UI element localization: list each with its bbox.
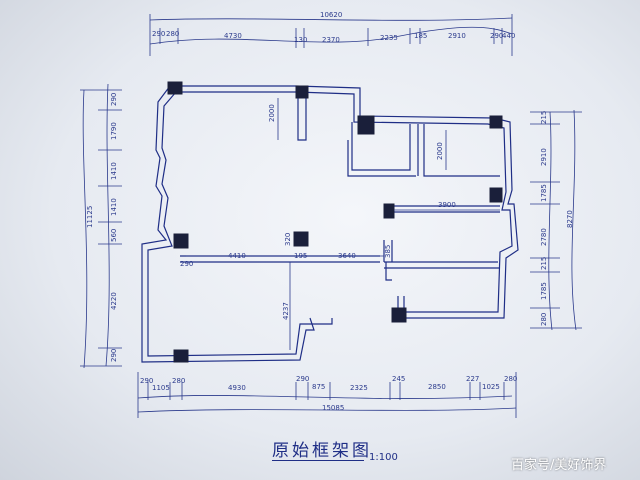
interior-dim-320: 320 bbox=[284, 233, 292, 246]
walls bbox=[141, 85, 519, 363]
right-dim-6: 280 bbox=[540, 313, 548, 326]
left-dimension-chain: 11125 290 1790 1410 1410 560 4220 290 bbox=[80, 83, 122, 369]
left-dim-3: 1410 bbox=[110, 198, 118, 216]
top-dim-5: 2235 bbox=[380, 34, 398, 42]
right-dim-2: 1785 bbox=[540, 184, 548, 202]
bottom-dim-7: 245 bbox=[392, 375, 405, 383]
top-dim-3: 130 bbox=[294, 36, 307, 44]
scale-label: 1:100 bbox=[369, 452, 398, 463]
interior-dim-3640: 3640 bbox=[338, 252, 356, 260]
column-5 bbox=[383, 203, 395, 219]
top-dim-8: 290 bbox=[490, 32, 503, 40]
left-dim-5: 4220 bbox=[110, 292, 118, 310]
bottom-dim-5: 875 bbox=[312, 383, 325, 391]
interior-dim-4410: 4410 bbox=[228, 252, 246, 260]
interior-dim-385: 385 bbox=[384, 245, 392, 258]
top-dim-1: 280 bbox=[166, 30, 179, 38]
top-dim-2: 4730 bbox=[224, 32, 242, 40]
bottom-dim-4: 290 bbox=[296, 375, 309, 383]
column-9 bbox=[391, 307, 407, 323]
column-7 bbox=[173, 233, 189, 249]
right-dim-3: 2780 bbox=[540, 228, 548, 246]
bottom-dim-6: 2325 bbox=[350, 384, 368, 392]
title-underline bbox=[272, 460, 364, 461]
left-dim-6: 290 bbox=[110, 349, 118, 362]
column-10 bbox=[173, 349, 189, 363]
right-total-label: 8270 bbox=[566, 210, 574, 228]
bottom-dim-8: 2850 bbox=[428, 383, 446, 391]
columns bbox=[167, 81, 503, 363]
interior-dim-2000b: 2000 bbox=[436, 142, 444, 160]
top-dim-9: 440 bbox=[502, 32, 515, 40]
bottom-dim-9: 227 bbox=[466, 375, 479, 383]
column-1 bbox=[167, 81, 183, 95]
top-dim-7: 2910 bbox=[448, 32, 466, 40]
left-dim-1: 1790 bbox=[110, 122, 118, 140]
bottom-dim-1: 1105 bbox=[152, 384, 170, 392]
column-2 bbox=[295, 85, 309, 99]
drawing-title: 原始框架图 bbox=[272, 441, 372, 461]
left-dim-2: 1410 bbox=[110, 162, 118, 180]
column-3 bbox=[357, 115, 375, 135]
top-total-label: 10620 bbox=[320, 11, 342, 19]
column-8 bbox=[293, 231, 309, 247]
top-dim-0: 290 bbox=[152, 30, 165, 38]
top-dim-4: 2370 bbox=[322, 36, 340, 44]
bottom-dimension-chain: 15085 290 1105 280 4930 290 875 2325 245… bbox=[137, 372, 517, 418]
bottom-dim-2: 280 bbox=[172, 377, 185, 385]
right-dim-4: 215 bbox=[540, 257, 548, 270]
top-dimension-chain: 10620 290 280 4730 130 2370 2235 185 291… bbox=[149, 11, 515, 56]
right-dim-1: 2910 bbox=[540, 148, 548, 166]
column-4 bbox=[489, 115, 503, 129]
left-total-label: 11125 bbox=[86, 206, 94, 228]
interior-dim-3900: 3900 bbox=[438, 201, 456, 209]
interior-dim-4237: 4237 bbox=[282, 302, 290, 320]
left-dim-4: 560 bbox=[110, 229, 118, 242]
interior-dim-195: 195 bbox=[294, 252, 307, 260]
bottom-dim-10: 1025 bbox=[482, 383, 500, 391]
interior-dimensions: 2000 2000 3900 4410 3640 4237 320 385 29… bbox=[180, 98, 500, 350]
top-dim-6: 185 bbox=[414, 32, 427, 40]
right-dim-5: 1785 bbox=[540, 282, 548, 300]
bottom-dim-0: 290 bbox=[140, 377, 153, 385]
right-dim-0: 215 bbox=[540, 111, 548, 124]
bottom-dim-11: 280 bbox=[504, 375, 517, 383]
bottom-dim-3: 4930 bbox=[228, 384, 246, 392]
interior-dim-290: 290 bbox=[180, 260, 193, 268]
bottom-total-label: 15085 bbox=[322, 404, 344, 412]
interior-dim-2000a: 2000 bbox=[268, 104, 276, 122]
column-6 bbox=[489, 187, 503, 203]
watermark: 百家号/美好饰界 bbox=[511, 458, 607, 473]
right-dimension-chain: 8270 215 2910 1785 2780 215 1785 280 bbox=[530, 109, 582, 331]
left-dim-0: 290 bbox=[110, 93, 118, 106]
